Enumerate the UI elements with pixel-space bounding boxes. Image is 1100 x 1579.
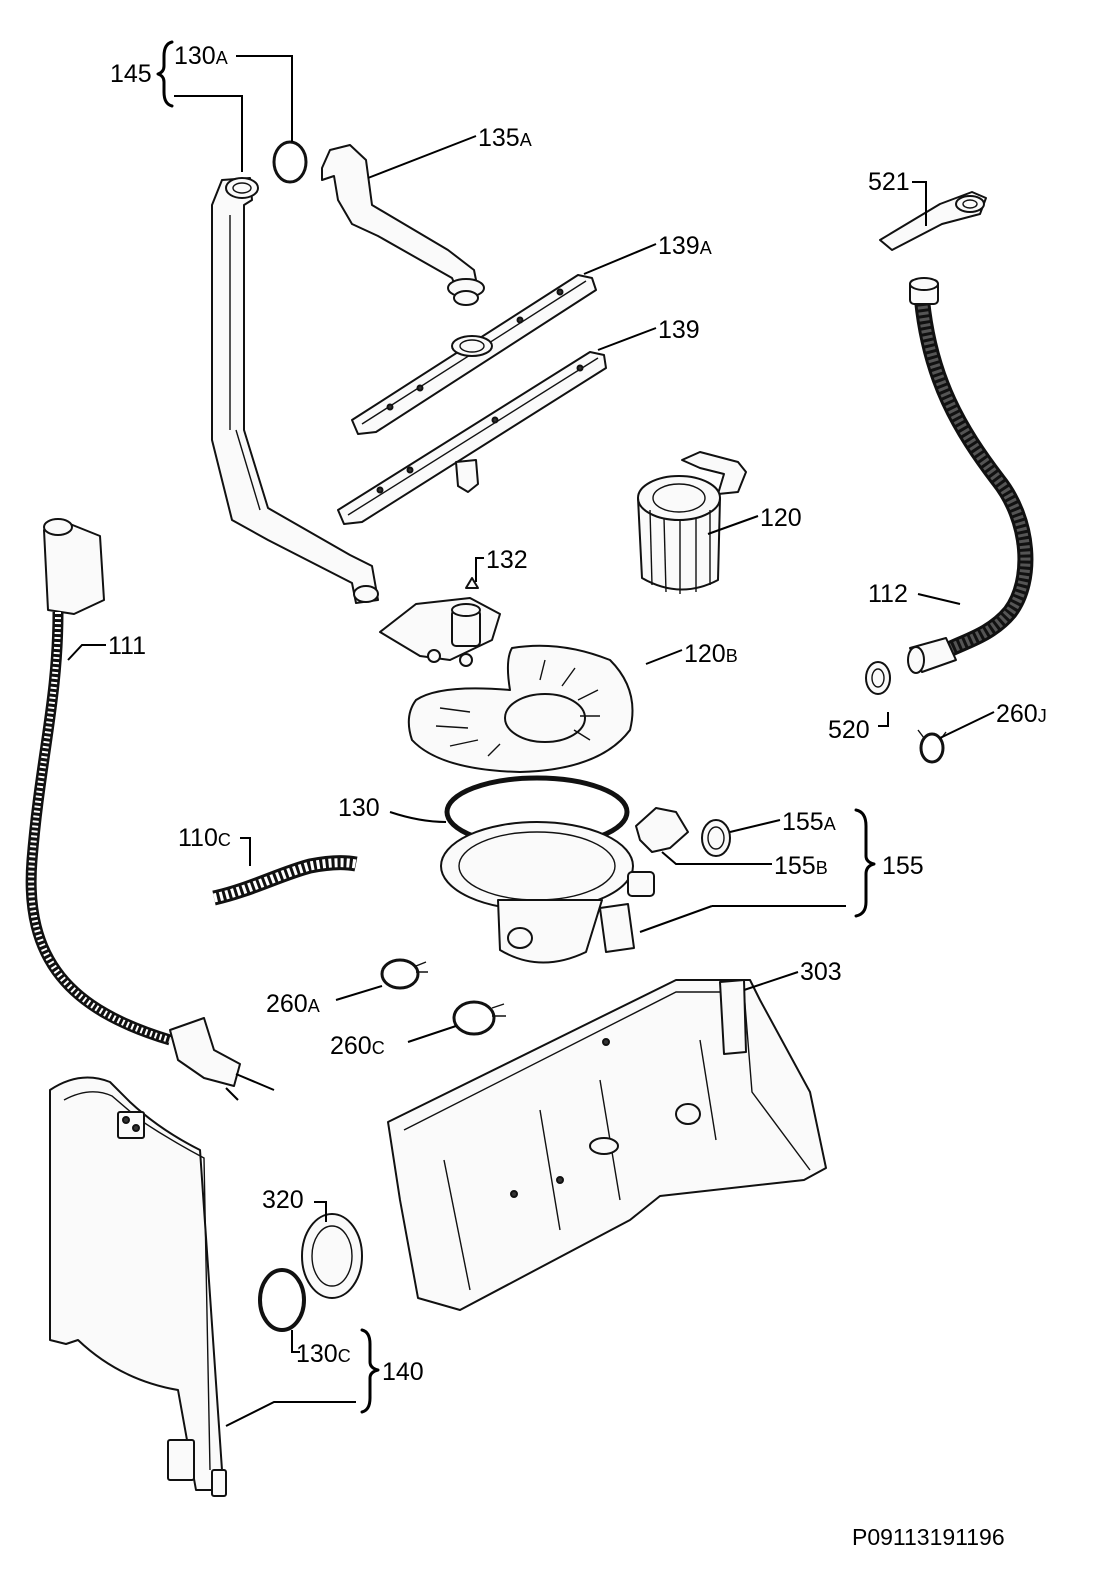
sump-cover-155b-drawing — [635, 807, 689, 853]
upper-spray-arm-drawing — [351, 274, 597, 435]
label-139: 139 — [658, 316, 700, 344]
callout-labels: 145 130A 135A 521 139A 139 120 132 112 1… — [108, 42, 1047, 1386]
o-ring-130a-drawing — [272, 140, 308, 184]
label-303: 303 — [800, 958, 842, 986]
label-155a: 155A — [782, 808, 836, 836]
label-139a: 139A — [658, 232, 712, 260]
drawing-reference: P09113191196 — [852, 1524, 1005, 1550]
upper-supply-pipe-drawing — [321, 144, 485, 306]
drain-hose-drawing — [907, 277, 1034, 674]
label-135a: 135A — [478, 124, 532, 152]
label-112: 112 — [868, 580, 908, 608]
label-260c: 260C — [330, 1032, 385, 1060]
label-320: 320 — [262, 1186, 304, 1214]
label-260a: 260A — [266, 990, 320, 1018]
label-132: 132 — [486, 546, 528, 574]
seal-320-drawing — [301, 1213, 363, 1299]
inlet-hose-drawing — [25, 518, 275, 1101]
label-120b: 120B — [684, 640, 738, 668]
spray-tube-drawing — [211, 177, 379, 604]
diverter-valve-drawing — [379, 577, 501, 667]
clamp-260j-drawing — [917, 729, 947, 764]
label-520: 520 — [828, 716, 870, 744]
side-panel-drawing — [49, 1076, 227, 1497]
hose-connector-drawing — [865, 661, 891, 695]
hose-bracket-drawing — [879, 191, 987, 251]
leader-lines — [67, 40, 995, 1427]
label-140: 140 — [382, 1358, 424, 1386]
label-111: 111 — [108, 632, 146, 660]
base-tray-drawing — [387, 979, 827, 1311]
label-155: 155 — [882, 852, 924, 880]
clamp-260c-drawing — [452, 1000, 506, 1036]
lower-spray-arm-drawing — [337, 351, 607, 525]
sleeve-155a-drawing — [701, 819, 731, 857]
label-130c: 130C — [296, 1340, 351, 1368]
label-120: 120 — [760, 504, 802, 532]
label-130: 130 — [338, 794, 380, 822]
clamp-260a-drawing — [380, 958, 428, 990]
label-155b: 155B — [774, 852, 828, 880]
label-260j: 260J — [996, 700, 1047, 728]
short-hose-drawing — [212, 855, 358, 906]
coarse-filter-plate-drawing — [407, 644, 634, 773]
label-145: 145 — [110, 60, 152, 88]
micro-filter-drawing — [637, 451, 747, 594]
sump-assembly-drawing — [440, 821, 655, 964]
label-110c: 110C — [178, 824, 231, 852]
label-130a: 130A — [174, 42, 228, 70]
label-521: 521 — [868, 168, 910, 196]
ring-130c-drawing — [258, 1268, 306, 1332]
